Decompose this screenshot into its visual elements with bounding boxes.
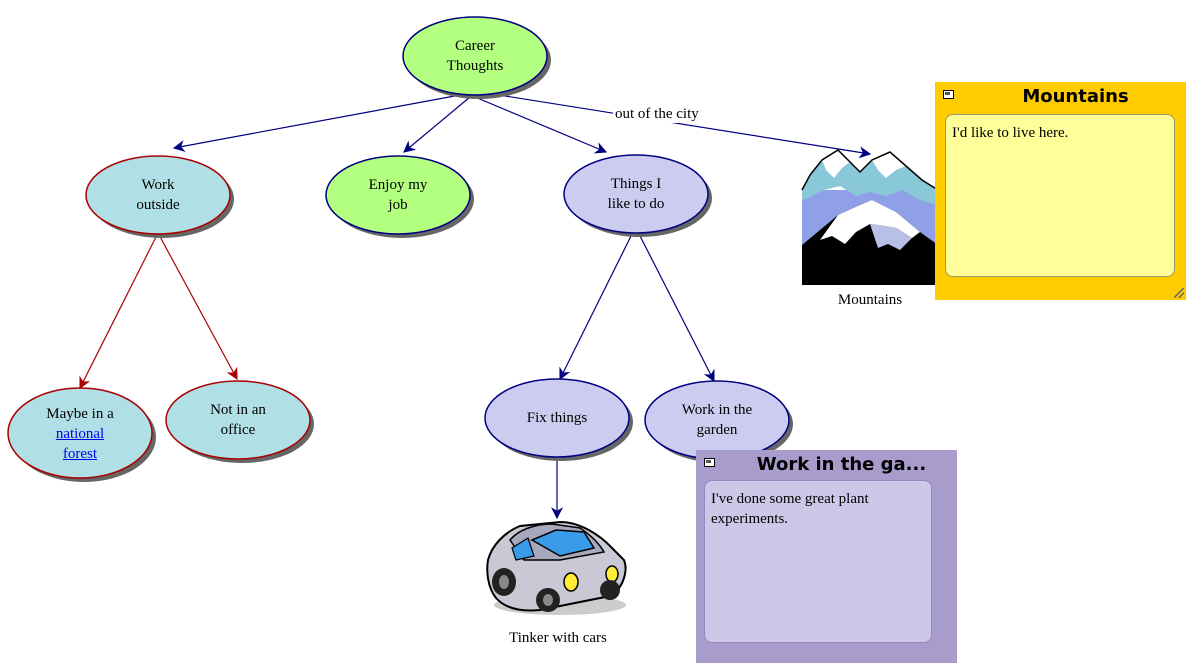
car-caption: Tinker with cars — [478, 630, 638, 647]
node-work-outside-label: Work outside — [136, 177, 180, 213]
garden-note-header[interactable]: Work in the ga... — [696, 450, 957, 478]
mountains-note-title: Mountains — [1022, 85, 1129, 107]
resize-handle-icon[interactable] — [1174, 288, 1184, 298]
node-not-office-shape[interactable] — [165, 380, 311, 460]
mountains-note[interactable]: Mountains I'd like to live here. — [935, 82, 1186, 300]
national-link-text: national — [55, 426, 105, 442]
car-caption-text: Tinker with cars — [509, 630, 607, 646]
link-career-to-work-outside[interactable] — [172, 94, 461, 152]
node-things-i-like-shape[interactable] — [563, 154, 709, 234]
node-career-thoughts-shape[interactable] — [402, 16, 548, 96]
national-forest-link[interactable]: national forest — [56, 424, 104, 464]
node-maybe-forest[interactable]: Maybe in a national forest — [20, 403, 140, 465]
link-career-to-things-i-like[interactable] — [474, 96, 608, 154]
mountains-caption: Mountains — [820, 292, 920, 309]
mountains-note-text: I'd like to live here. — [952, 125, 1069, 141]
link-things-to-garden[interactable] — [637, 231, 715, 383]
node-fix-things[interactable]: Fix things — [497, 388, 617, 448]
node-maybe-forest-shape[interactable] — [7, 387, 153, 479]
link-work-outside-to-not-office[interactable] — [157, 232, 238, 381]
node-fix-things-shape[interactable] — [484, 378, 630, 458]
link-career-to-enjoy-job[interactable] — [403, 96, 471, 153]
node-fix-things-label: Fix things — [526, 410, 588, 426]
mountains-note-body[interactable]: I'd like to live here. — [945, 114, 1175, 277]
link-things-to-fix[interactable] — [559, 231, 634, 381]
node-not-in-office-label: Not in an office — [210, 402, 266, 438]
mountains-clipart-icon[interactable] — [801, 149, 946, 290]
collapse-box-icon[interactable] — [943, 90, 954, 99]
link-label-out-of-city[interactable]: out of the city — [613, 106, 701, 123]
garden-note[interactable]: Work in the ga... I've done some great p… — [696, 450, 957, 663]
mountains-note-header[interactable]: Mountains — [935, 82, 1186, 110]
collapse-box-icon[interactable] — [704, 458, 715, 467]
garden-note-text: I've done some great plant experiments. — [711, 491, 869, 527]
node-career-thoughts[interactable]: Career Thoughts — [415, 26, 535, 86]
mountains-caption-text: Mountains — [837, 292, 903, 308]
node-not-in-office[interactable]: Not in an office — [178, 390, 298, 450]
node-work-in-garden-label: Work in the garden — [681, 402, 753, 438]
node-shapes — [7, 16, 793, 482]
node-things-i-like[interactable]: Things I like to do — [576, 164, 696, 224]
links — [79, 91, 872, 520]
link-career-to-mountains[interactable] — [479, 91, 872, 159]
node-enjoy-job-shape[interactable] — [325, 155, 471, 235]
out-of-city-text: out of the city — [615, 106, 699, 122]
garden-note-title: Work in the ga... — [756, 453, 927, 475]
forest-link-text: forest — [62, 446, 98, 462]
link-work-outside-to-maybe[interactable] — [79, 232, 159, 390]
node-career-thoughts-label: Career Thoughts — [446, 38, 504, 74]
node-work-in-garden[interactable]: Work in the garden — [657, 390, 777, 450]
car-clipart-icon[interactable] — [486, 520, 627, 615]
node-maybe-line1: Maybe in a — [46, 406, 114, 422]
node-work-outside[interactable]: Work outside — [98, 165, 218, 225]
node-work-outside-shape[interactable] — [85, 155, 231, 235]
garden-note-body[interactable]: I've done some great plant experiments. — [704, 480, 932, 643]
node-enjoy-my-job[interactable]: Enjoy my job — [338, 165, 458, 225]
node-enjoy-my-job-label: Enjoy my job — [368, 177, 428, 213]
node-things-i-like-label: Things I like to do — [607, 176, 665, 212]
